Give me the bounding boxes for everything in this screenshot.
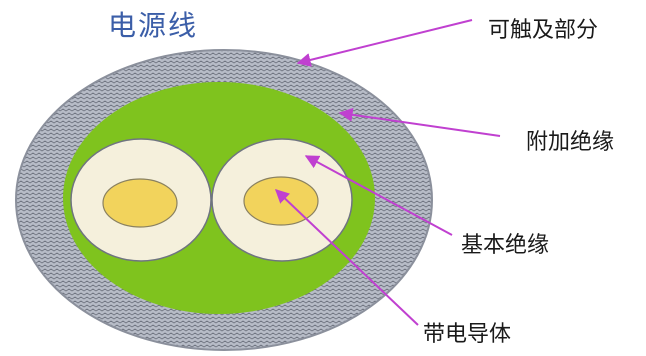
label-supplementary-insulation: 附加绝缘 [526, 130, 615, 155]
arrow-accessible-part [296, 19, 473, 67]
conductor-right [243, 176, 319, 226]
diagram-title: 电源线 [108, 9, 199, 42]
arrow-supplementary-insulation [338, 107, 501, 137]
conductor-left [102, 178, 178, 228]
label-live-conductor: 带电导体 [423, 322, 512, 347]
arrow-basic-insulation [304, 155, 453, 236]
arrow-live-conductor [274, 189, 419, 326]
label-basic-insulation: 基本绝缘 [461, 233, 550, 258]
label-accessible-part: 可触及部分 [488, 18, 599, 43]
